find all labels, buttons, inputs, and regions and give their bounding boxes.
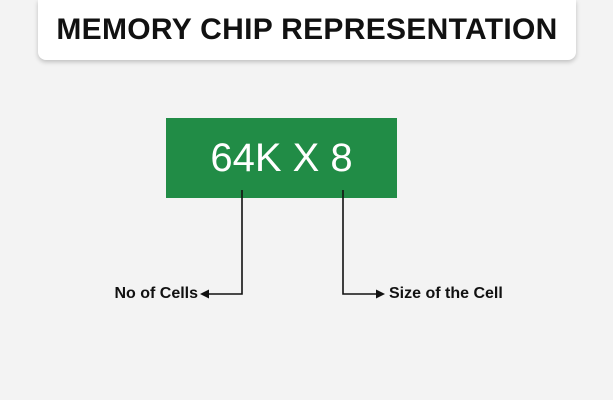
cell-size-arrowhead-icon xyxy=(376,289,385,299)
cell-size-connector-line xyxy=(342,190,378,295)
cells-connector-line xyxy=(207,190,243,295)
cell-size-label: Size of the Cell xyxy=(389,285,503,302)
memory-chip-box: 64K X 8 xyxy=(166,118,397,198)
cells-arrowhead-icon xyxy=(200,289,209,299)
title-card: MEMORY CHIP REPRESENTATION xyxy=(38,0,576,60)
page-title: MEMORY CHIP REPRESENTATION xyxy=(56,13,558,46)
cells-count-label: No of Cells xyxy=(114,285,198,302)
memory-chip-label: 64K X 8 xyxy=(210,135,353,180)
